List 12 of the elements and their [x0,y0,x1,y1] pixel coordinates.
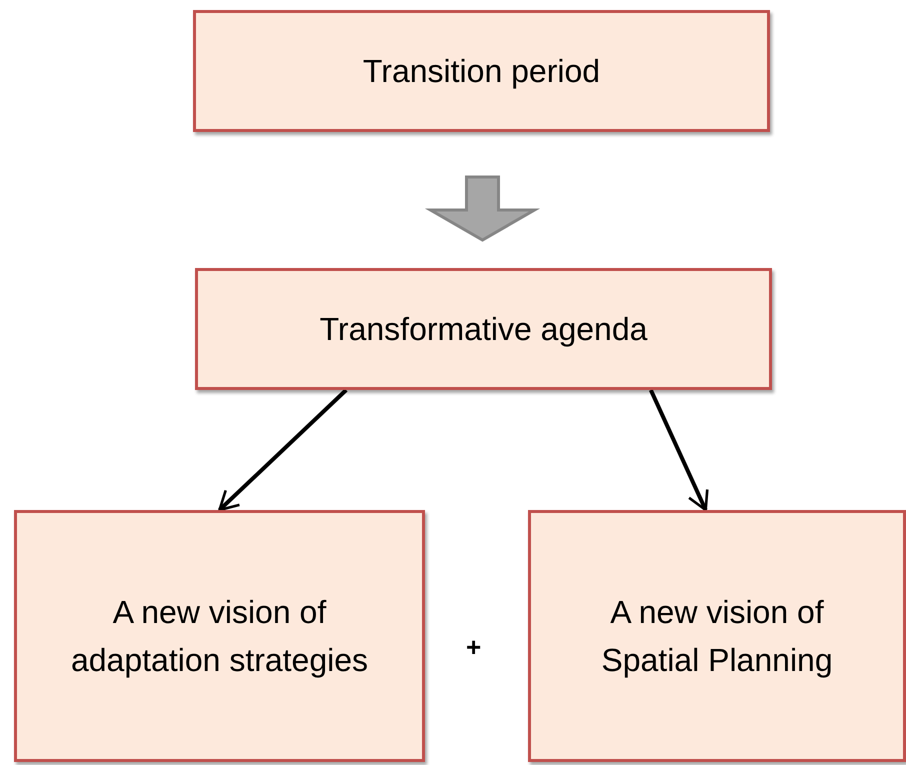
arrow [218,388,348,512]
plus-sign: + [466,632,482,663]
arrow [649,389,709,512]
box-text: Transition period [362,52,600,91]
process-box [195,268,772,390]
process-box [14,510,425,762]
box-text: A new vision of Spatial Planning [600,593,834,680]
box-text: Transformative agenda [320,310,648,349]
block-arrow [424,176,540,242]
box-text: A new vision of adaptation strategies [70,593,370,680]
process-box [193,10,770,132]
process-box [528,510,906,762]
